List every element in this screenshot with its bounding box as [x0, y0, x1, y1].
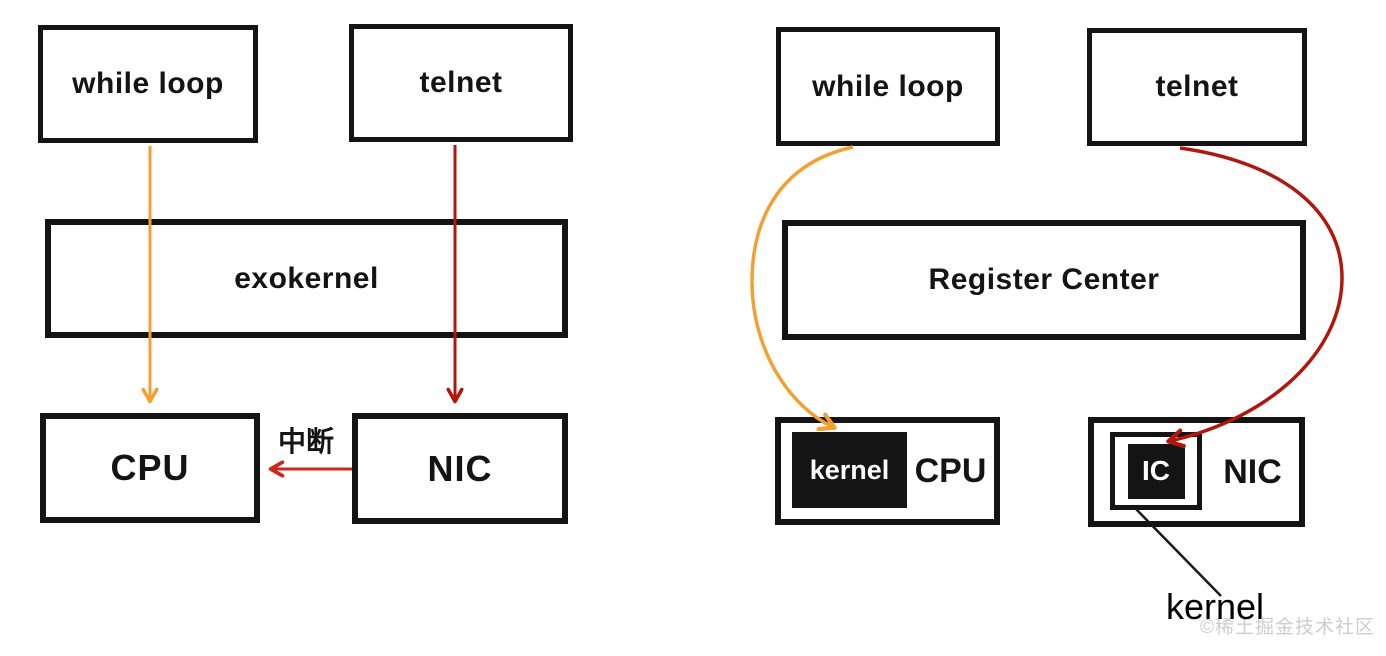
interrupt-label: 中断	[277, 426, 334, 457]
ic-outer-box: IC	[1110, 432, 1202, 510]
kernel-badge-label: kernel	[809, 454, 890, 485]
exokernel-box: exokernel	[45, 219, 568, 338]
right-while-loop-box: while loop	[776, 27, 1000, 146]
left-nic-box: NIC	[352, 413, 568, 524]
watermark: ©稀土掘金技术社区	[1200, 617, 1375, 638]
left-while-loop-box: while loop	[38, 25, 258, 143]
right-while-loop-label: while loop	[812, 69, 964, 103]
ic-badge-label: IC	[1142, 455, 1170, 486]
register-center-label: Register Center	[928, 263, 1160, 296]
register-center-box: Register Center	[782, 220, 1306, 340]
right-cpu-box: kernel CPU	[775, 417, 1000, 525]
left-telnet-box: telnet	[349, 24, 573, 142]
right-telnet-label: telnet	[1155, 70, 1239, 103]
right-telnet-box: telnet	[1087, 28, 1307, 146]
left-telnet-label: telnet	[419, 66, 503, 99]
left-while-loop-label: while loop	[72, 67, 224, 100]
kernel-callout-label: kernel	[1166, 586, 1265, 627]
exokernel-label: exokernel	[234, 261, 379, 295]
right-nic-label: NIC	[1223, 452, 1282, 491]
kernel-badge: kernel	[792, 432, 907, 508]
left-nic-label: NIC	[427, 447, 493, 489]
left-cpu-label: CPU	[110, 447, 190, 488]
right-nic-box: IC NIC	[1088, 417, 1305, 527]
right-cpu-label: CPU	[914, 451, 987, 490]
left-cpu-box: CPU	[40, 413, 260, 523]
ic-badge: IC	[1127, 443, 1185, 499]
